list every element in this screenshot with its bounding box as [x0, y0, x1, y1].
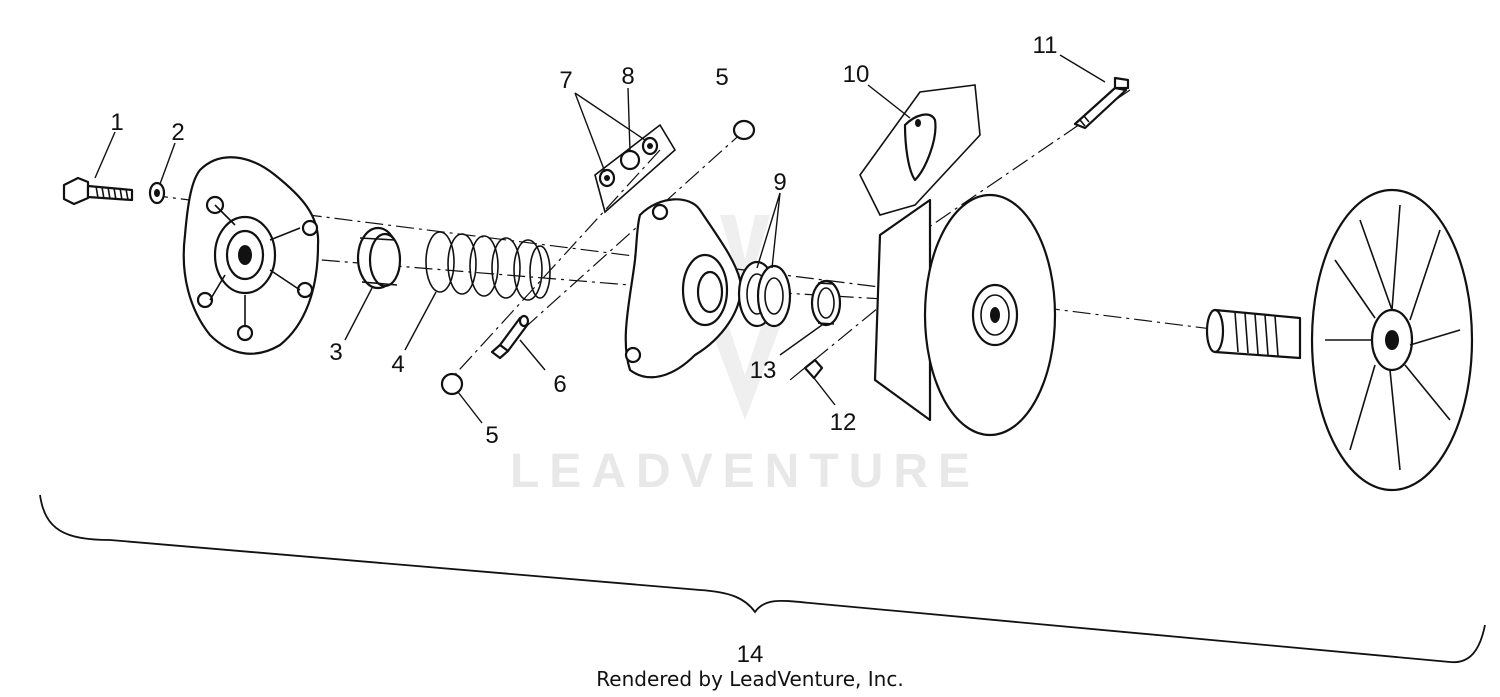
leader-lines — [94, 54, 1106, 424]
callout-14: 14 — [737, 641, 764, 668]
spring — [425, 231, 551, 301]
screw-12 — [803, 358, 824, 380]
callout-6: 6 — [553, 371, 566, 398]
bushing-13 — [810, 279, 842, 327]
moveable-sheave — [873, 193, 1057, 437]
washer — [148, 181, 166, 205]
hardware-group-7-8 — [594, 123, 677, 214]
callout-1: 1 — [110, 109, 123, 136]
bearings — [737, 260, 792, 328]
bushing-ring — [356, 226, 402, 290]
callout-7: 7 — [559, 67, 572, 94]
callout-labels: 1 2 3 4 5 5 6 7 8 9 10 11 12 13 14 — [110, 32, 1057, 668]
callout-10: 10 — [843, 61, 870, 88]
shift-weight-group — [859, 84, 981, 216]
callout-5-upper: 5 — [715, 64, 728, 91]
pin — [490, 314, 530, 360]
callout-8: 8 — [621, 63, 634, 90]
watermark-text: LEADVENTURE — [510, 445, 980, 498]
callout-9: 9 — [773, 169, 786, 196]
roller-lower — [440, 372, 464, 396]
assembly-brace — [39, 494, 1486, 663]
roller-upper — [732, 119, 756, 141]
callout-5-lower: 5 — [485, 422, 498, 449]
callout-13: 13 — [750, 357, 777, 384]
long-bolt — [1073, 76, 1130, 130]
callout-2: 2 — [171, 119, 184, 146]
bolt — [62, 176, 134, 206]
cover-plate — [182, 156, 320, 355]
callout-3: 3 — [329, 339, 342, 366]
moveable-sheave-spider — [624, 198, 742, 379]
callout-11: 11 — [1033, 32, 1058, 59]
fixed-sheave-fan — [1205, 188, 1474, 492]
callout-4: 4 — [391, 351, 404, 378]
callout-12: 12 — [830, 409, 857, 436]
credit-text: Rendered by LeadVenture, Inc. — [596, 667, 903, 691]
